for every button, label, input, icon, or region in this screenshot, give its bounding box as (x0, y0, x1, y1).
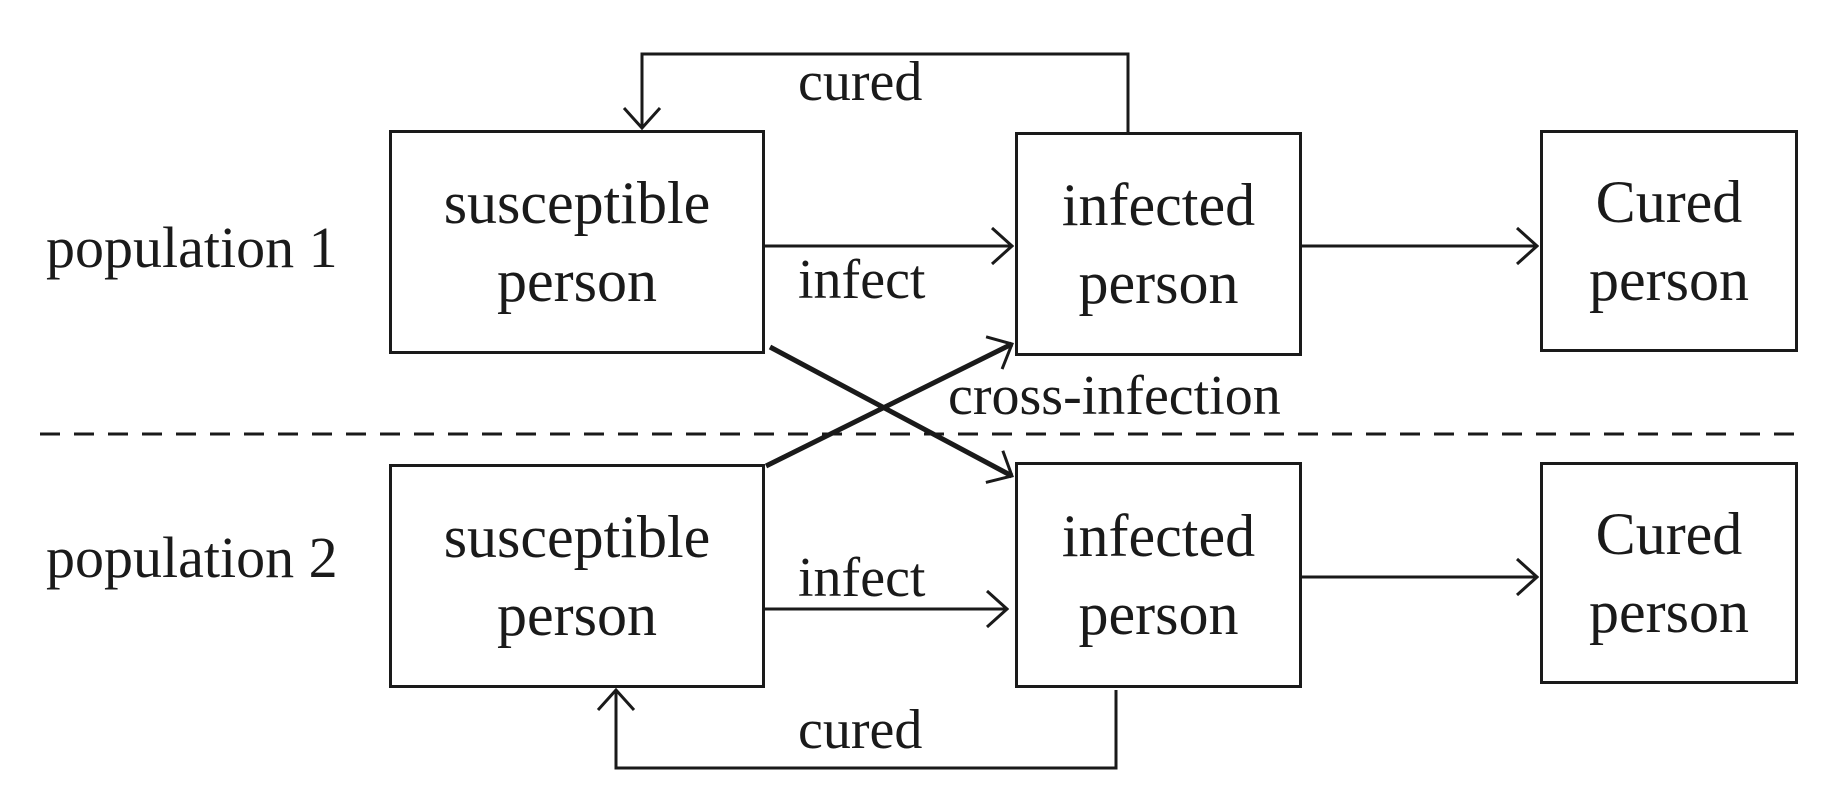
edge-cross-infection-1-to-2 (768, 344, 1012, 476)
node-susceptible-1-line-2: person (497, 248, 657, 314)
edge-label-infect-2: infect (798, 547, 926, 609)
node-cured-1: Cured person (1540, 130, 1798, 352)
population-1-label: population 1 (46, 215, 338, 280)
node-infected-1-line-1: infected (1061, 172, 1256, 238)
node-susceptible-2-line-2: person (497, 582, 657, 648)
node-infected-2: infected person (1015, 462, 1302, 688)
edge-cross-infection-2-to-1 (764, 344, 1012, 469)
node-susceptible-1: susceptible person (389, 130, 765, 354)
edge-label-cured-2: cured (798, 699, 923, 761)
node-cured-2-line-1: Cured (1595, 501, 1743, 567)
population-2-label: population 2 (46, 525, 338, 590)
node-infected-1: infected person (1015, 132, 1302, 356)
node-infected-2-line-1: infected (1061, 503, 1256, 569)
node-cured-1-line-2: person (1589, 247, 1749, 313)
node-infected-1-line-2: person (1078, 250, 1239, 316)
edge-cured-loop-1 (642, 52, 1130, 132)
node-susceptible-2-line-1: susceptible (443, 504, 711, 570)
edge-label-cured-1: cured (798, 51, 923, 113)
node-susceptible-2: susceptible person (389, 464, 765, 688)
node-cured-2: Cured person (1540, 462, 1798, 684)
edge-label-infect-1: infect (798, 249, 926, 311)
edge-label-cross-infection: cross-infection (948, 365, 1281, 427)
node-cured-1-line-1: Cured (1595, 169, 1743, 235)
node-infected-2-line-2: person (1078, 581, 1239, 647)
node-susceptible-1-line-1: susceptible (443, 170, 711, 236)
node-cured-2-line-2: person (1589, 579, 1749, 645)
edge-cured-loop-2 (616, 690, 1118, 770)
